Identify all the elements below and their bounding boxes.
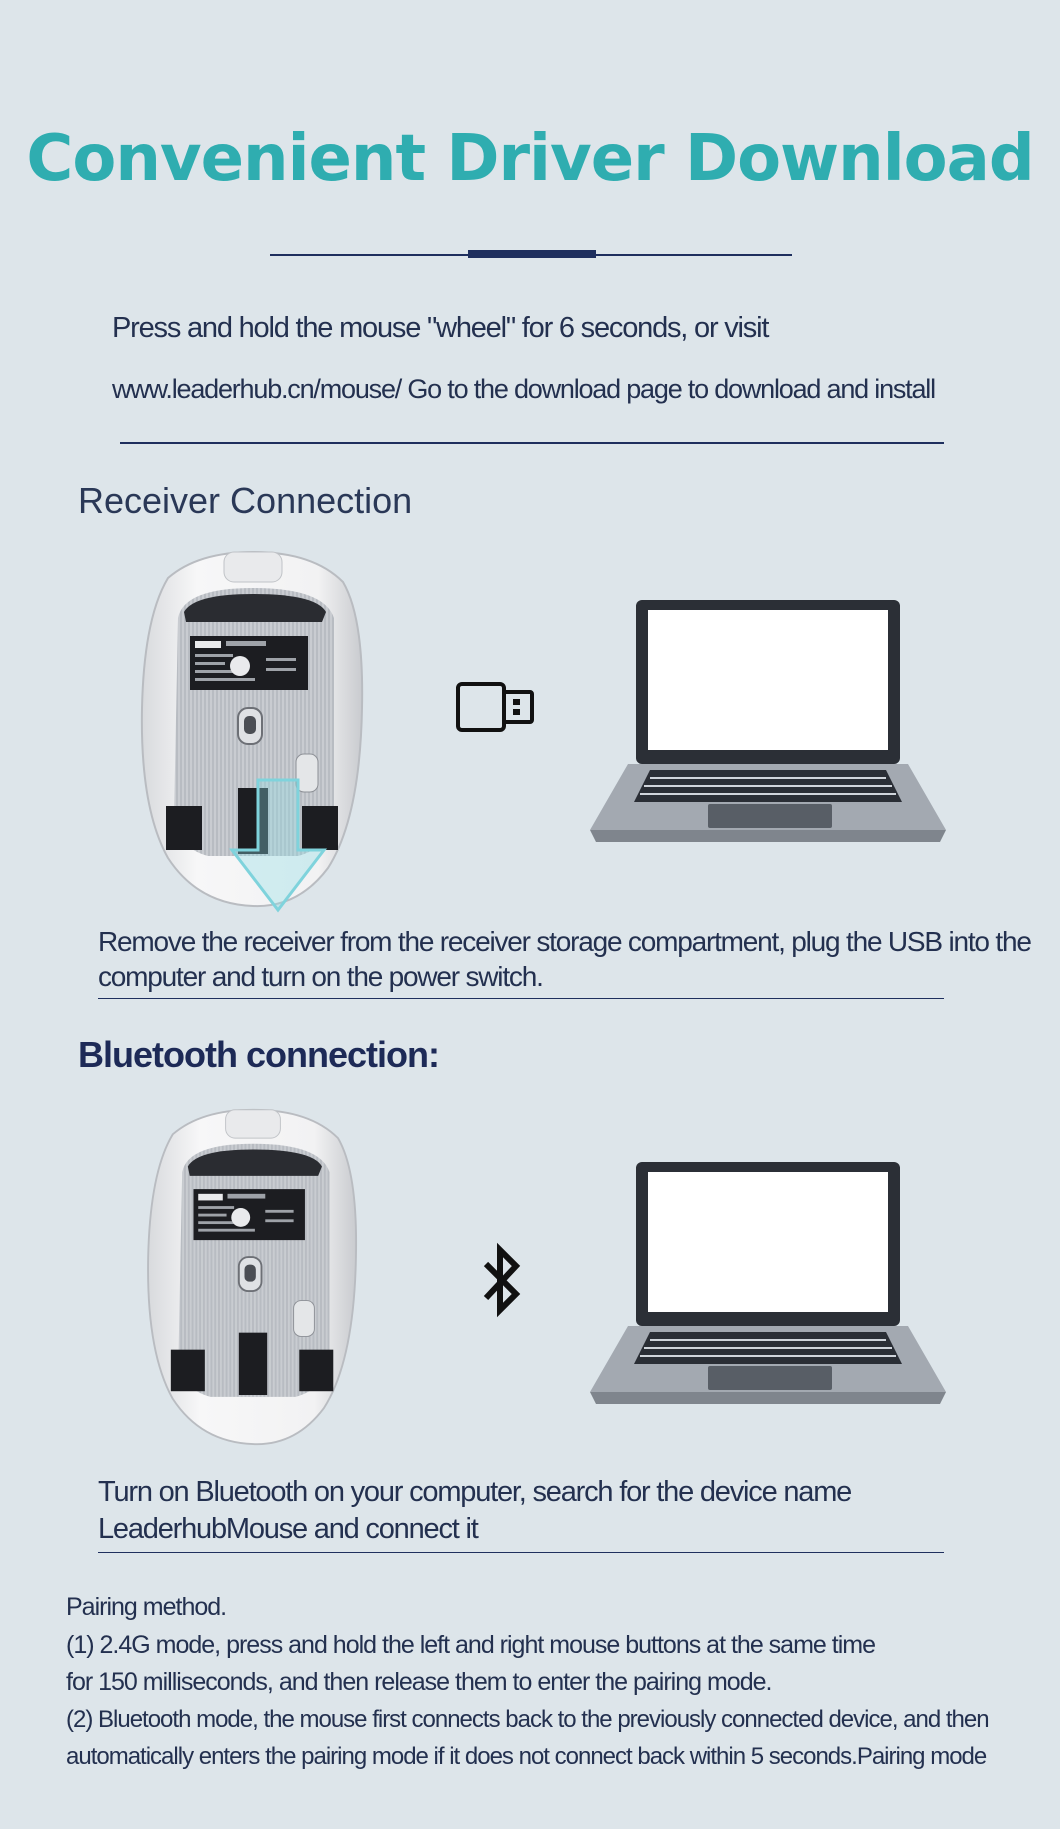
laptop-icon <box>590 1162 946 1404</box>
receiver-divider <box>98 998 944 999</box>
bluetooth-icon <box>483 1242 521 1318</box>
usb-receiver-icon <box>456 682 534 732</box>
receiver-description: Remove the receiver from the receiver st… <box>98 926 1032 992</box>
pairing-line-4: automatically enters the pairing mode if… <box>66 1743 987 1770</box>
intro-line-2: www.leaderhub.cn/mouse/ Go to the downlo… <box>112 374 936 404</box>
down-arrow-icon <box>228 778 328 913</box>
title-divider-accent <box>468 250 596 258</box>
mouse-underside-image <box>140 550 364 908</box>
intro-line-1: Press and hold the mouse "wheel" for 6 s… <box>112 312 769 344</box>
intro-divider <box>120 442 944 444</box>
bluetooth-divider <box>98 1552 944 1553</box>
mouse-underside-image <box>147 1108 358 1446</box>
bluetooth-description: Turn on Bluetooth on your computer, sear… <box>98 1476 852 1545</box>
pairing-line-2: for 150 milliseconds, and then release t… <box>66 1668 772 1696</box>
pairing-line-1: (1) 2.4G mode, press and hold the left a… <box>66 1631 876 1659</box>
page-title: Convenient Driver Download <box>26 122 1034 196</box>
laptop-icon <box>590 600 946 842</box>
pairing-heading: Pairing method. <box>66 1593 227 1621</box>
bluetooth-heading: Bluetooth connection: <box>78 1034 440 1075</box>
receiver-heading: Receiver Connection <box>78 480 413 521</box>
pairing-line-3: (2) Bluetooth mode, the mouse first conn… <box>66 1706 990 1733</box>
